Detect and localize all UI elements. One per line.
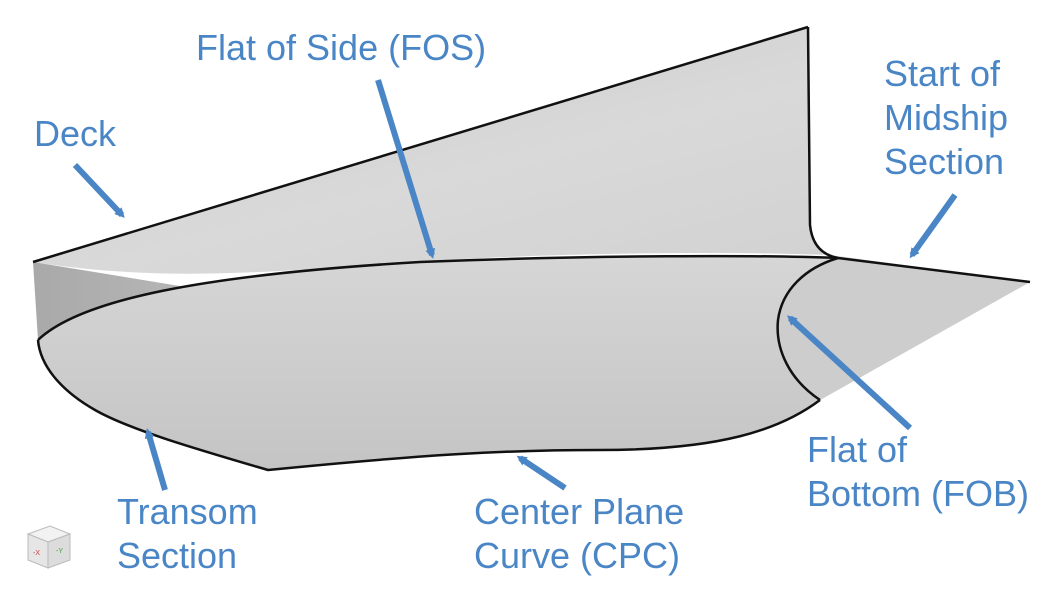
upper-side-surface: [33, 27, 1030, 282]
label-fos-text: Flat of Side (FOS): [196, 27, 487, 68]
label-flat-of-side: Flat of Side (FOS): [196, 26, 486, 70]
deck-edge: [32, 25, 809, 264]
label-fob-line1: Flat of: [807, 429, 908, 470]
arrow-midship: [909, 193, 958, 259]
center-plane-curve: [36, 339, 821, 472]
label-deck: Deck: [34, 112, 116, 156]
view-cube-x-label: -X: [33, 550, 40, 557]
arrow-fob: [787, 315, 913, 431]
view-cube-y-label: -Y: [56, 548, 63, 555]
flat-of-bottom-surface: [777, 258, 1030, 400]
label-transom-line2: Section: [117, 535, 238, 576]
midship-bottom-edge: [837, 256, 1031, 284]
label-start-of-midship-section: Start of Midship Section: [884, 52, 1008, 184]
label-flat-of-bottom: Flat of Bottom (FOB): [807, 428, 1029, 516]
label-transom-line1: Transom: [117, 491, 258, 532]
midship-vertical-edge: [806, 26, 839, 260]
arrow-fos: [375, 79, 436, 259]
arrow-deck: [72, 162, 125, 218]
label-transom-section: Transom Section: [117, 490, 258, 578]
arrow-transom: [144, 428, 168, 491]
view-cube-icon[interactable]: -X -Y: [20, 520, 76, 576]
label-midship-line2: Midship: [884, 97, 1009, 138]
fos-boundary-curve: [37, 254, 839, 341]
label-cpc-line1: Center Plane: [474, 491, 685, 532]
label-midship-line1: Start of: [884, 53, 1001, 94]
label-center-plane-curve: Center Plane Curve (CPC): [474, 490, 684, 578]
fob-boundary-curve: [776, 256, 839, 402]
label-fob-line2: Bottom (FOB): [807, 473, 1030, 514]
label-midship-line3: Section: [884, 141, 1005, 182]
arrow-cpc: [516, 455, 567, 491]
label-deck-text: Deck: [34, 113, 117, 154]
label-cpc-line2: Curve (CPC): [474, 535, 681, 576]
